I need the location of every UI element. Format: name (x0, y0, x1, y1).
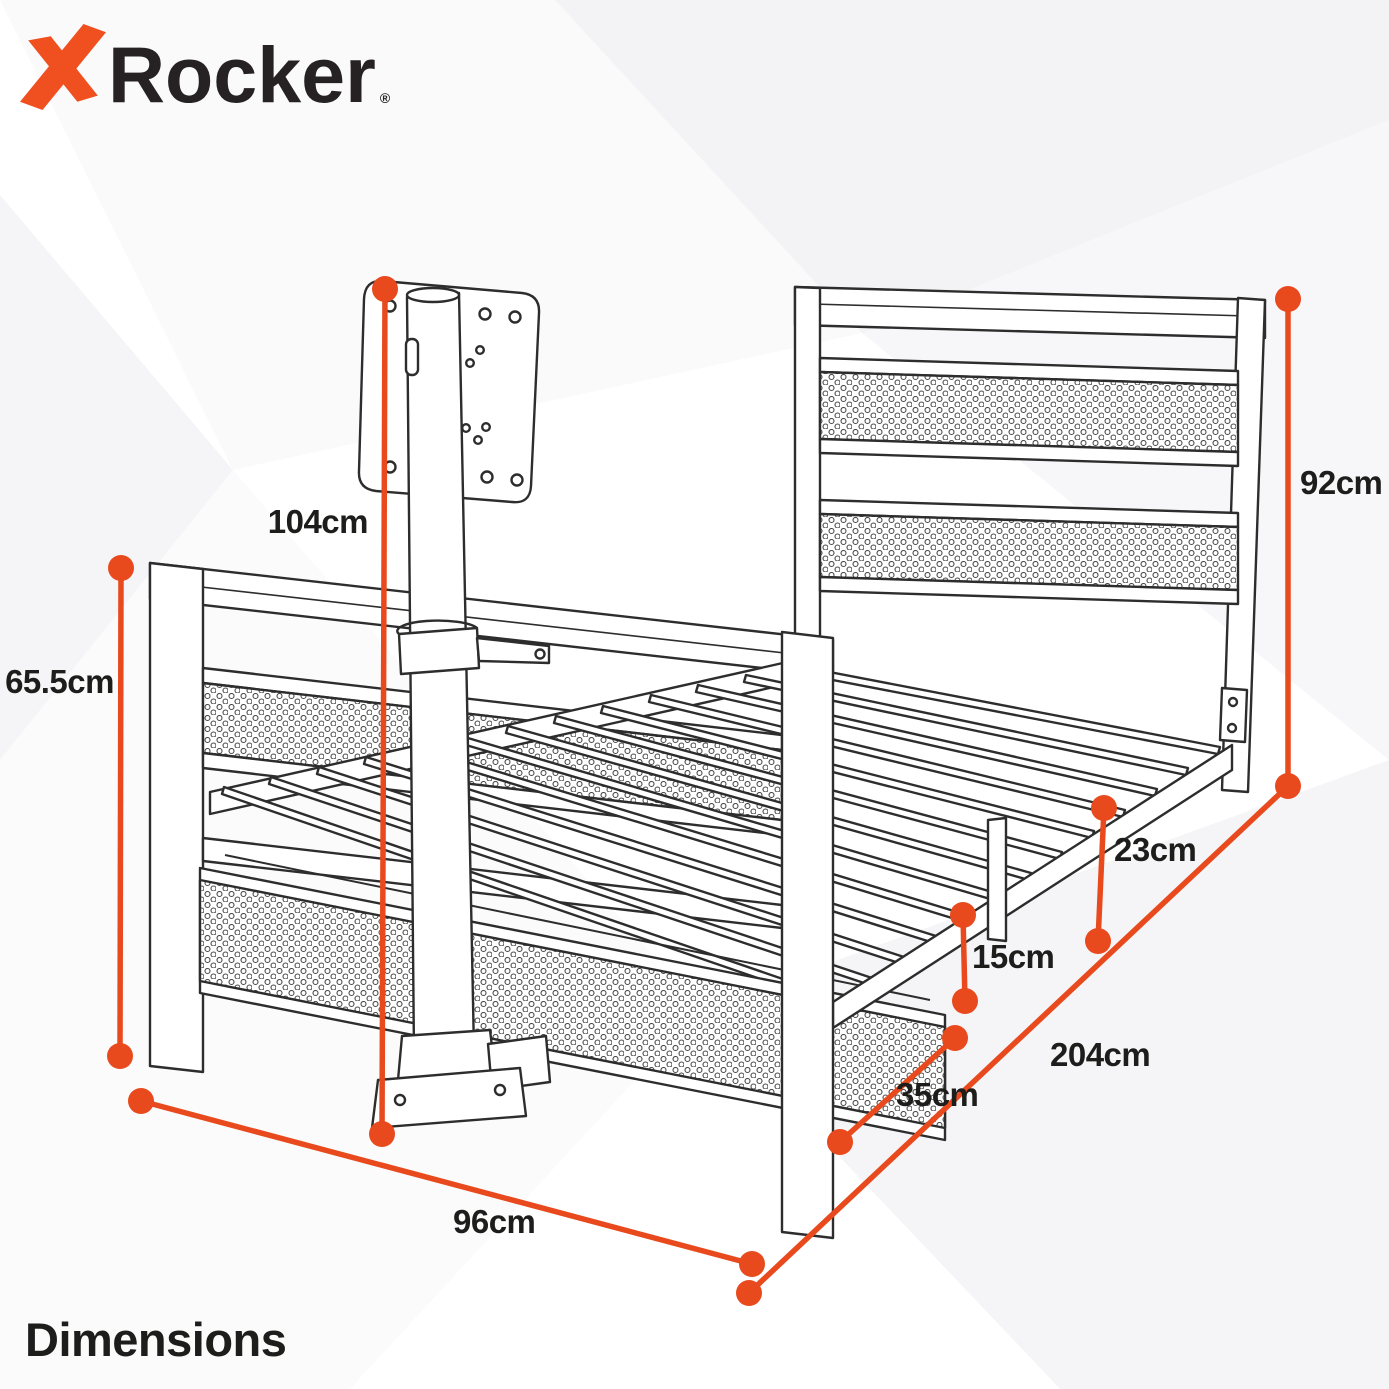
bed-frame-drawing (148, 279, 1267, 1240)
base-bolt (393, 1093, 407, 1107)
pole-top-opening (405, 286, 461, 304)
dimension-label-footboard-height: 65.5cm (5, 663, 114, 700)
bed-base-front (780, 630, 1234, 1240)
dimension-line-104cm (369, 276, 398, 1147)
clamp-bolt (534, 648, 546, 660)
bracket-screw (1227, 696, 1239, 708)
pole-base-plate (370, 1066, 528, 1130)
dimension-line-65-5cm (107, 555, 134, 1069)
dimension-label-pole-height: 104cm (267, 503, 369, 540)
registered-trademark-symbol: ® (379, 90, 391, 106)
headboard-rail (818, 575, 1240, 606)
dimension-line-204cm (736, 783, 1290, 1306)
headboard-top-bevel (811, 303, 1249, 317)
centre-support-leg (986, 816, 1008, 943)
dimension-line-96cm (128, 1088, 765, 1277)
dimension-label-basket-gap: 15cm (972, 938, 1055, 975)
pole-clamp-top (396, 619, 478, 635)
dimension-line-15cm (950, 902, 978, 1014)
dimension-line-35cm (827, 1025, 968, 1155)
dimension-lines (107, 276, 1301, 1306)
dimension-label-basket-depth: 35cm (896, 1076, 979, 1113)
headboard-rail (818, 437, 1240, 468)
x-rocker-logo: Rocker ® (20, 24, 391, 119)
tv-mount (357, 279, 552, 1130)
page-title: Dimensions (25, 1313, 287, 1366)
dimension-label-headboard-height: 92cm (1300, 464, 1383, 501)
brand-wordmark: Rocker (108, 29, 376, 119)
dimension-line-23cm (1085, 795, 1117, 954)
footboard-far-post (148, 561, 205, 1074)
dimension-label-underbed-clearance: 23cm (1114, 831, 1197, 868)
pole-clamp-ring (397, 626, 481, 676)
pole-clamp-arm (475, 636, 551, 665)
dimension-label-bed-length: 204cm (1050, 1036, 1151, 1073)
headboard-near-post (1220, 296, 1267, 794)
footboard-top-bevel (165, 582, 821, 658)
footboard-near-post (780, 630, 835, 1240)
headboard (793, 285, 1267, 794)
base-bolt (493, 1083, 507, 1097)
x-rocker-x-icon (20, 24, 106, 110)
dimension-label-bed-width: 96cm (453, 1203, 536, 1240)
basket-mesh (198, 878, 947, 1130)
bracket-screw (1226, 722, 1238, 734)
headboard-far-post (793, 285, 822, 692)
headboard-bracket (1218, 686, 1249, 744)
pole-slot (404, 337, 420, 377)
